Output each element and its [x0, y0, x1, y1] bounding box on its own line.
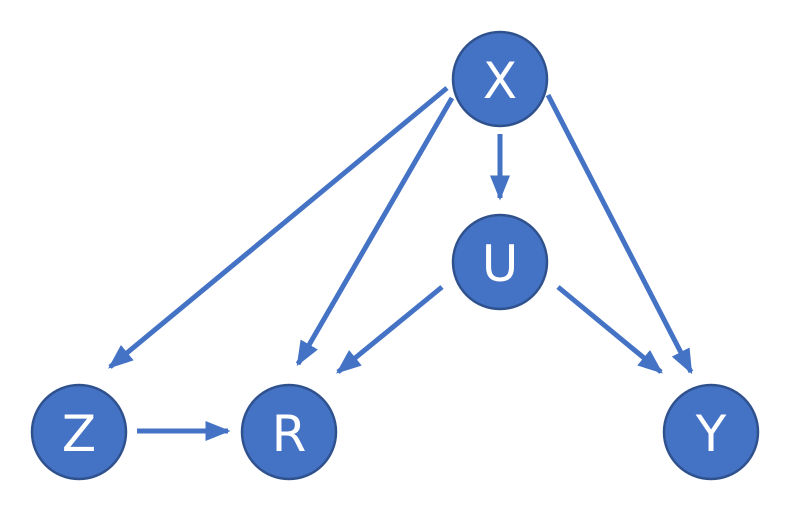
node-z: Z [30, 383, 128, 481]
node-z-circle [30, 383, 128, 481]
node-u-circle [451, 213, 549, 311]
edge-x-to-z [108, 86, 449, 369]
node-y-circle [662, 383, 760, 481]
edge-u-to-y [556, 285, 663, 374]
node-x-circle [451, 30, 549, 128]
edge-u-to-r [336, 285, 444, 374]
node-z-label: Z [62, 405, 96, 463]
node-r-label: R [272, 405, 307, 463]
edge-x-to-r [295, 96, 455, 367]
node-y: Y [662, 383, 760, 481]
node-u: U [451, 213, 549, 311]
node-r: R [240, 383, 338, 481]
node-r-circle [240, 383, 338, 481]
edge-x-to-y [545, 93, 694, 375]
node-x: X [451, 30, 549, 128]
node-x-label: X [483, 52, 517, 110]
edges [108, 86, 694, 441]
node-u-label: U [482, 235, 519, 293]
node-y-label: Y [695, 405, 727, 463]
